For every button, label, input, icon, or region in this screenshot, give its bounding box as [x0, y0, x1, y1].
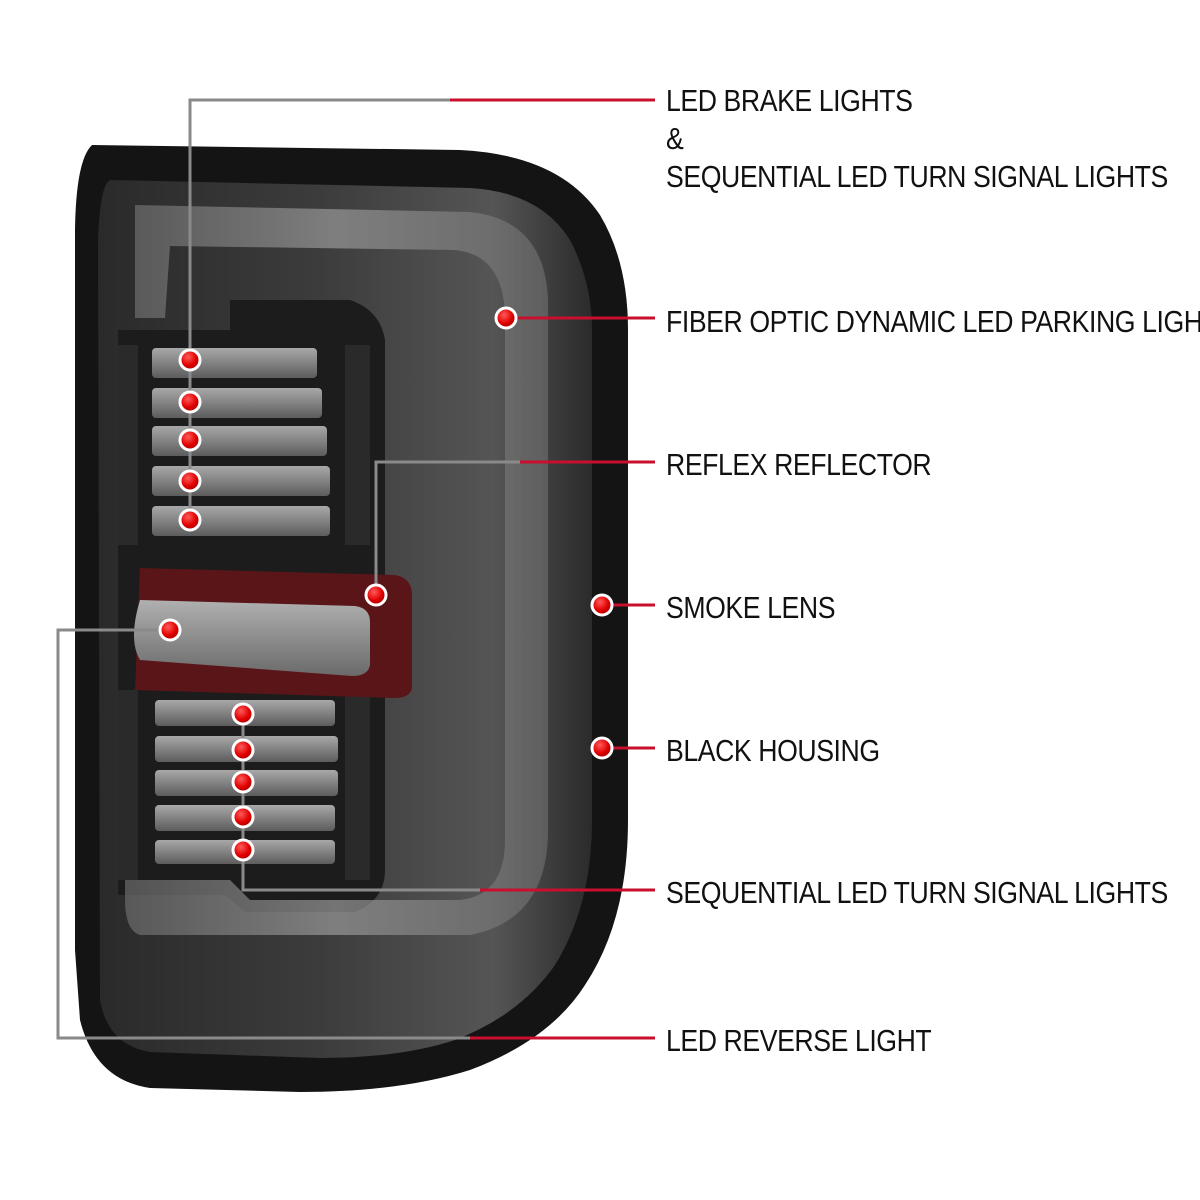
- dot-brake-3: [178, 428, 202, 452]
- label-sequential-turn-signal: SEQUENTIAL LED TURN SIGNAL LIGHTS: [666, 875, 1168, 910]
- dot-parking-light: [494, 306, 518, 330]
- dot-brake-5: [178, 508, 202, 532]
- label-reflex-reflector: REFLEX REFLECTOR: [666, 447, 932, 482]
- leader-reverse-light: [56, 628, 655, 1040]
- dot-turn-3: [231, 770, 255, 794]
- dot-reflex-reflector: [364, 583, 388, 607]
- dot-turn-5: [231, 838, 255, 862]
- dot-brake-4: [178, 469, 202, 493]
- dot-reverse-light: [158, 618, 182, 642]
- label-smoke-lens: SMOKE LENS: [666, 590, 836, 625]
- dot-brake-1: [178, 348, 202, 372]
- label-sequential-turn-signal-upper: SEQUENTIAL LED TURN SIGNAL LIGHTS: [666, 159, 1168, 194]
- dot-black-housing: [590, 736, 614, 760]
- callout-dots: [158, 306, 614, 862]
- label-led-reverse-light: LED REVERSE LIGHT: [666, 1023, 932, 1058]
- leader-lines: [56, 98, 655, 1040]
- label-black-housing: BLACK HOUSING: [666, 733, 880, 768]
- dot-turn-4: [231, 805, 255, 829]
- dot-turn-1: [231, 702, 255, 726]
- label-ampersand: &: [666, 121, 684, 156]
- reverse-light-shape: [134, 600, 370, 676]
- dot-brake-2: [178, 390, 202, 414]
- fiber-optic-light-bar: [125, 205, 548, 935]
- dot-smoke-lens: [590, 593, 614, 617]
- label-fiber-optic-parking-light: FIBER OPTIC DYNAMIC LED PARKING LIGHT: [666, 304, 1200, 339]
- side-slats: [118, 345, 370, 880]
- dot-turn-2: [231, 738, 255, 762]
- label-led-brake-lights: LED BRAKE LIGHTS: [666, 83, 913, 118]
